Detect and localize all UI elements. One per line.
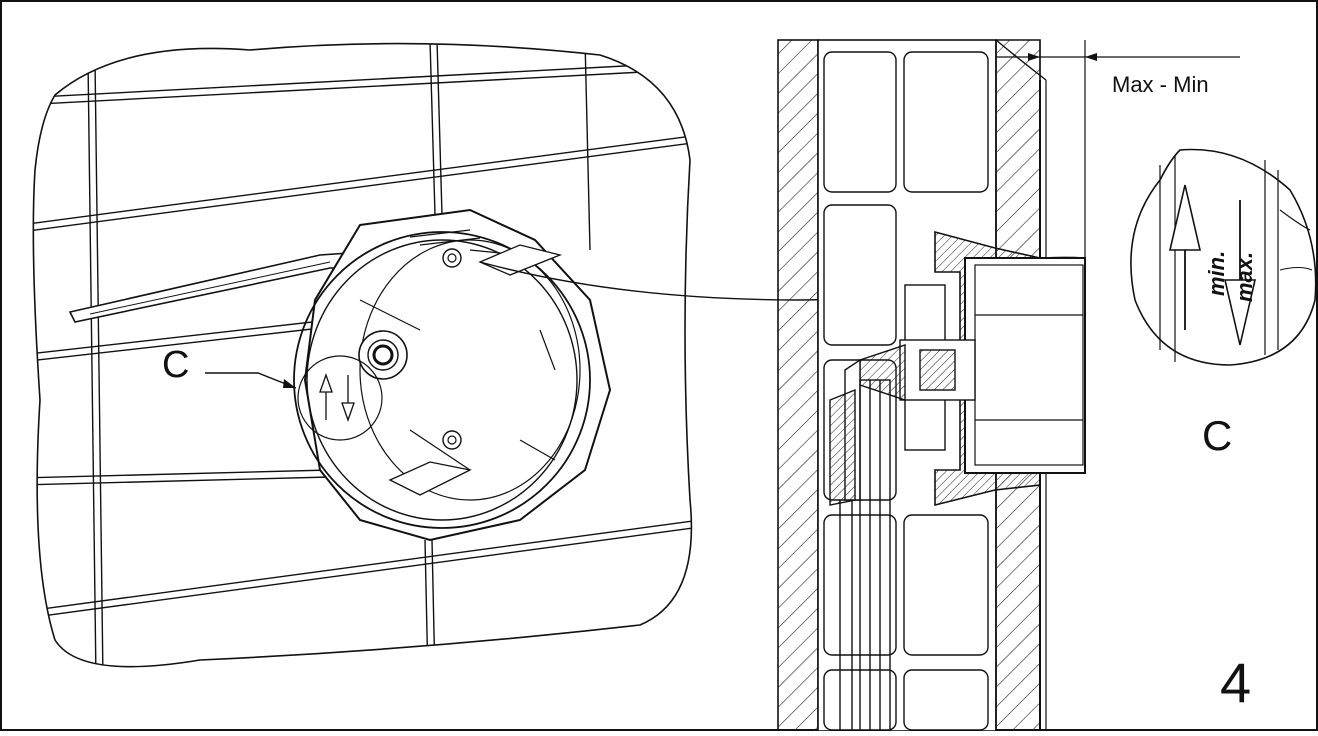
detail-callout-circle [297, 355, 383, 441]
valve-mechanism [829, 284, 976, 732]
wall-tiles [33, 43, 692, 667]
step-number: 4 [1220, 651, 1252, 714]
detail-callout-label: C [162, 344, 190, 386]
detail-view-c: min. max. [1130, 148, 1317, 366]
callout-leader [205, 372, 297, 389]
scale-min-text: min. [1204, 251, 1229, 296]
dimension-label: Max - Min [1112, 72, 1209, 97]
perspective-view [32, 42, 693, 668]
scale-max-text: max. [1232, 252, 1257, 302]
small-scale-arrows [319, 373, 355, 422]
installation-box [293, 208, 612, 542]
cross-section-view [777, 39, 1240, 732]
detail-view-label: C [1202, 412, 1233, 459]
